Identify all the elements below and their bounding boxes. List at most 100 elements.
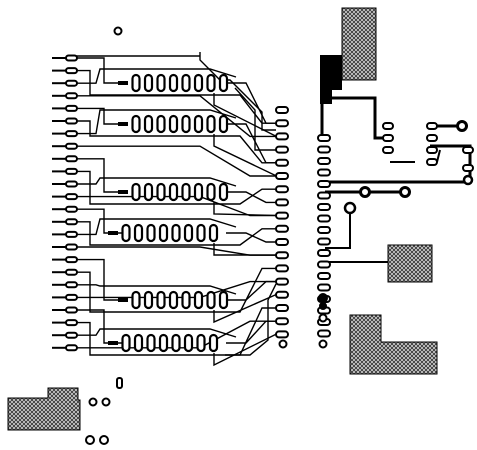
ic-pin [206,73,216,93]
ic-pin [206,182,216,202]
power-trace [320,96,392,140]
ic-pin [183,333,194,353]
middle-connector-pad [275,211,289,220]
chip-trace [213,333,277,367]
middle-connector-pad [275,145,289,154]
component-pad [382,134,394,142]
signal-trace [77,57,128,84]
signal-trace [77,68,237,84]
left-connector-pad [65,155,78,163]
ic-pin1-marker [118,81,128,85]
ic-pin [208,223,219,243]
ic-pin [168,73,179,93]
ic-pin [183,223,194,243]
ic-footprint [118,290,229,310]
bus-trace [322,124,472,184]
connector-pads [52,54,474,352]
via-filled [318,293,328,303]
right-connector-pad [317,226,331,234]
left-connector-pad [65,167,78,175]
ic-pin [156,114,166,134]
ic-pin [133,223,144,243]
ic-footprint [108,223,219,243]
ic-pin [181,114,191,134]
ic-pin [181,182,191,202]
ic-footprint [118,182,229,202]
right-connector-pad [317,134,331,142]
ic-pin [193,182,204,202]
via-filled [319,302,327,310]
ic-pin [143,73,154,93]
mounting-hole [101,397,111,407]
ground-planes [7,7,438,431]
left-connector-pad [65,67,78,75]
left-connector-pad [65,205,78,213]
left-connector-pad [65,230,78,238]
via [456,120,468,132]
ic-pin [146,223,156,243]
middle-connector-pad [275,106,289,114]
ic-pin1-marker [108,341,118,345]
signal-trace [77,307,276,356]
component-pad [382,146,394,154]
signal-trace [77,120,276,164]
left-connector-pad [65,104,78,112]
chip-trace [226,232,276,243]
ic-footprint [118,73,229,93]
left-connector-pad [65,331,78,339]
component-pad [382,122,394,130]
middle-connector-pad [275,158,289,167]
signal-trace [77,328,237,338]
left-connector-pad [65,256,78,264]
ic-footprint [108,333,219,353]
via [343,201,357,215]
right-connector-pad [317,157,331,165]
ic-pin [218,114,229,134]
ic-pin [193,114,204,134]
ic-pin [143,182,154,202]
chip-trace [213,202,277,217]
middle-connector-pad [275,238,289,246]
mid-right-ground-plane [387,244,433,283]
ic-pin1-marker [118,122,128,126]
left-connector-pad [65,54,78,62]
right-connector-pad [317,249,331,257]
ic-pin [131,290,141,310]
signal-trace [77,284,237,295]
chip-trace [226,82,276,124]
ic-pin [193,73,204,93]
right-connector-pad [317,145,331,154]
ic-pin [218,182,229,202]
left-connector-pad [65,243,78,251]
ic-footprints [108,73,229,353]
signal-trace [77,309,128,344]
signal-trace [77,107,128,125]
signal-trace [77,218,237,236]
middle-connector-pad [275,264,289,273]
bottom-left-ground-plane [7,387,81,431]
right-connector-pad [317,237,331,246]
middle-connector-pad [275,317,289,326]
right-connector-pad [317,260,331,269]
ic-pin [171,333,181,353]
chip-trace [213,243,276,256]
left-connector-pad [65,180,78,188]
ic-pin [181,290,191,310]
ic-pin [156,182,166,202]
chip-trace [213,134,277,177]
middle-connector-pad [275,198,289,207]
mounting-hole [85,435,95,445]
right-connector-pad [317,203,331,211]
middle-connector-pad [275,330,289,339]
mounting-hole [99,435,109,445]
ic-pin [121,223,131,243]
mounting-hole [88,397,98,407]
small-pad [116,377,123,389]
ic-pin [131,114,141,134]
signal-trace [77,246,276,256]
ic-pin [158,333,169,353]
signal-trace [77,158,128,193]
middle-connector-pad [275,224,289,233]
signal-trace [225,283,277,356]
